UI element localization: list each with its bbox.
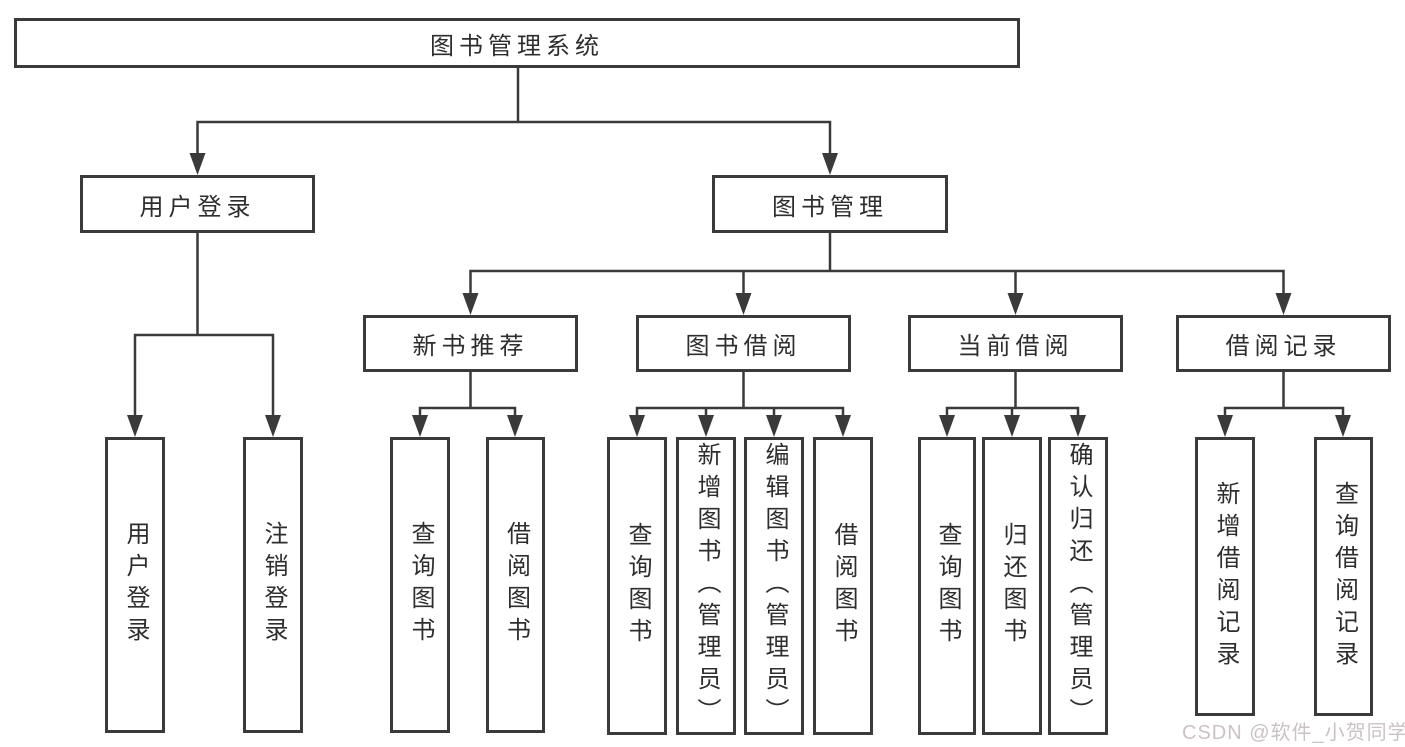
leaf-add-books-admin: 新增图书（管理员） [676, 437, 736, 735]
leaf-query-borrow-record: 查询借阅记录 [1314, 437, 1373, 716]
node-user-login: 用户登录 [80, 175, 315, 233]
leaf-borrow-books-recommend: 借阅图书 [486, 437, 545, 733]
node-book-borrowing: 图书借阅 [636, 315, 851, 372]
leaf-return-books: 归还图书 [982, 437, 1042, 735]
leaf-logout: 注销登录 [243, 437, 303, 733]
node-new-book-recommend: 新书推荐 [363, 315, 578, 372]
leaf-user-login: 用户登录 [105, 437, 165, 733]
leaf-borrow-books-borrowing: 借阅图书 [813, 437, 873, 735]
node-book-management: 图书管理 [712, 175, 948, 233]
watermark: CSDN @软件_小贺同学 [1182, 722, 1405, 744]
node-current-borrowing: 当前借阅 [908, 315, 1123, 372]
leaf-edit-books-admin: 编辑图书（管理员） [744, 437, 804, 735]
leaf-query-books-recommend: 查询图书 [390, 437, 450, 733]
leaf-query-books-borrowing: 查询图书 [607, 437, 667, 735]
node-library-system: 图书管理系统 [14, 18, 1020, 68]
node-borrow-records: 借阅记录 [1176, 315, 1391, 372]
leaf-confirm-return-admin: 确认归还（管理员） [1048, 437, 1108, 735]
leaf-query-books-current: 查询图书 [918, 437, 976, 735]
leaf-add-borrow-record: 新增借阅记录 [1195, 437, 1255, 716]
